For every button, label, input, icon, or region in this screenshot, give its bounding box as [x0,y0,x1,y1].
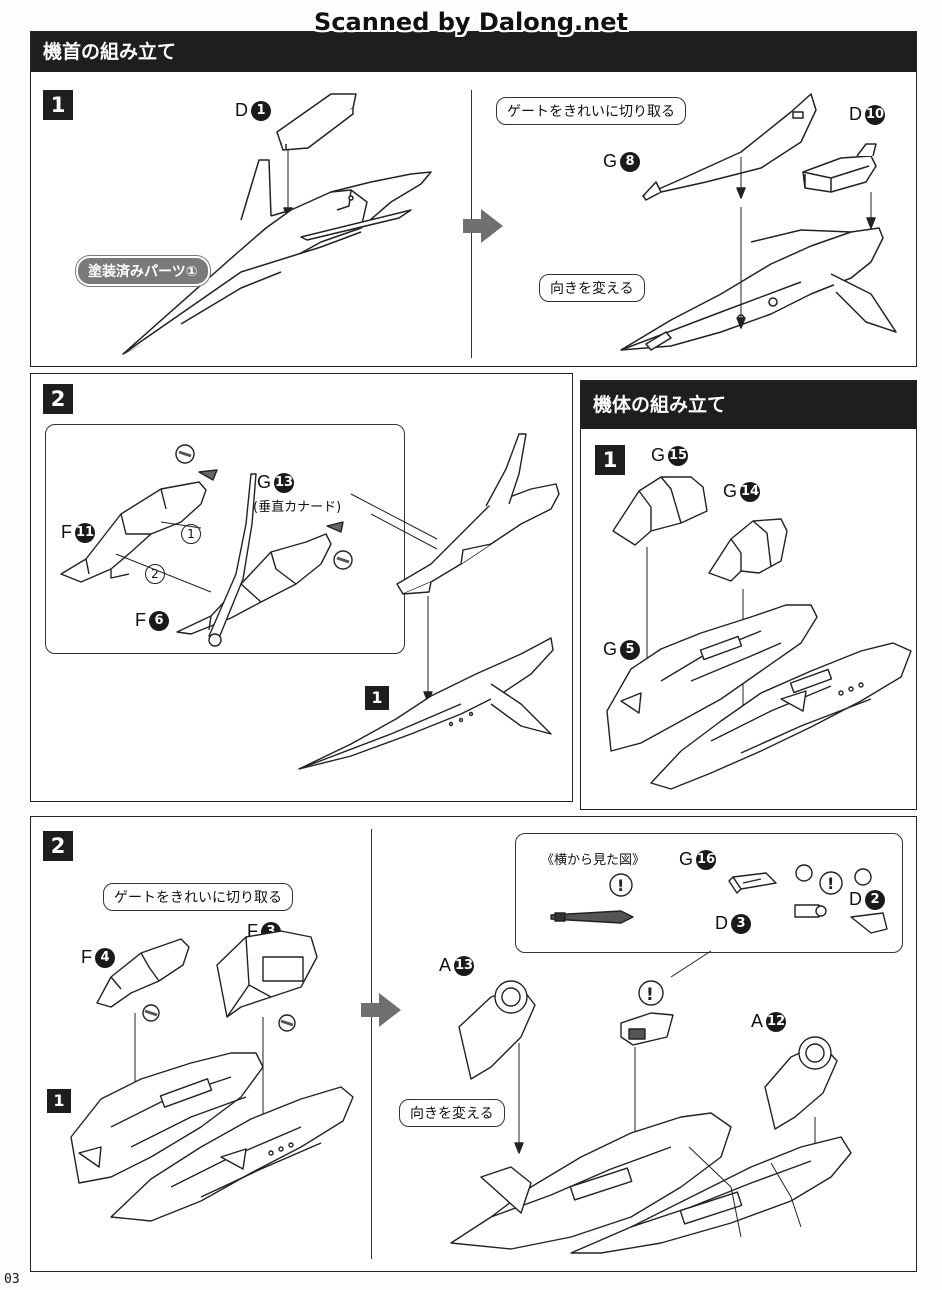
part-letter: D [849,889,862,909]
part-number: 1 [251,100,271,121]
part-number: 15 [668,445,689,466]
reference-step-marker: 1 [365,686,389,710]
part-letter: F [247,921,258,941]
part-label-f11: F 11 [61,522,95,543]
part-label-g8: G 8 [603,151,641,172]
turn-direction-callout: 向きを変える [399,1099,505,1127]
part-label-g15: G 15 [651,445,689,466]
sequence-marker-1: 1 [181,524,201,544]
part-number: 13 [454,955,475,976]
nose-part-drawing [122,93,432,355]
part-letter: F [81,947,92,967]
part-label-d1: D 1 [235,100,271,121]
part-number: 16 [696,849,717,870]
gate-cut-callout: ゲートをきれいに切り取る [496,97,686,125]
part-label-g13: G 13 [257,472,295,493]
svg-text:!: ! [646,985,654,1005]
part-label-g16: G 16 [679,849,717,870]
part-letter: D [715,913,728,933]
part-letter: F [135,610,146,630]
part-letter: G [651,445,666,465]
body-step1-panel: 機体の組み立て 1 G 15 G 14 G 5 [580,380,917,810]
part-number: 2 [865,889,885,910]
gate-cut-callout: ゲートをきれいに切り取る [103,883,293,911]
body-step2-panel: 2 ゲートをきれいに切り取る F 4 F 3 1 [30,816,917,1272]
step-number: 1 [595,445,625,475]
part-number: 13 [274,472,295,493]
part-label-d10: D 10 [849,104,885,125]
part-letter: A [439,955,452,975]
watermark: Scanned by Dalong.net [314,8,628,36]
engine-assembly-drawing: ! ! ! [450,864,888,1254]
part-number: 3 [731,913,751,934]
step-number: 2 [43,831,73,861]
page-number: 03 [4,1272,20,1287]
section-title-nose: 機首の組み立て [31,32,916,72]
part-number: 12 [766,1011,787,1032]
nose-step1-panel: 機首の組み立て 1 D 1 塗装済みパーツ① ゲートをきれい [30,31,917,367]
part-number: 6 [149,610,169,631]
arrow-right-icon [361,993,401,1027]
section-title-body: 機体の組み立て [581,381,916,429]
sequence-marker-2: 2 [145,564,165,584]
part-label-d3: D 3 [715,913,751,934]
part-letter: D [235,100,248,120]
svg-text:!: ! [617,876,624,895]
turn-direction-callout: 向きを変える [539,274,645,302]
arrow-right-icon [463,209,503,243]
painted-parts-badge: 塗装済みパーツ① [76,256,210,286]
part-letter: A [751,1011,764,1031]
part-letter: D [849,104,862,124]
part-label-g5: G 5 [603,639,641,660]
step-number: 1 [43,90,73,120]
part-letter: G [257,472,272,492]
nose-step2-panel: 2 F 11 F 6 G 13 (垂直カナード) 1 2 [30,373,573,802]
side-view-label: 《横から見た図》 [541,853,646,868]
part-number: 11 [75,522,95,543]
svg-text:!: ! [827,874,834,893]
part-label-f4: F 4 [81,947,115,968]
part-label-f6: F 6 [135,610,169,631]
reference-step-marker: 1 [47,1089,71,1113]
part-letter: G [603,639,618,659]
part-letter: F [61,522,72,542]
part-letter: G [679,849,694,869]
part-label-d2: D 2 [849,889,885,910]
part-number: 4 [95,947,115,968]
g13-note: (垂直カナード) [253,500,342,515]
part-letter: G [723,481,738,501]
part-number: 14 [740,481,761,502]
part-number: 5 [620,639,641,660]
part-label-a13: A 13 [439,955,475,976]
part-number: 10 [865,104,885,125]
canard-subassembly-drawing [60,433,560,770]
intake-assembly-drawing [70,930,354,1222]
part-label-a12: A 12 [751,1011,787,1032]
part-label-g14: G 14 [723,481,761,502]
step-divider [371,829,372,1259]
fuselage-drawing [606,476,912,790]
part-number: 8 [620,151,641,172]
step-number: 2 [43,384,73,414]
part-letter: G [603,151,618,171]
nose-assembly-drawing [620,93,897,351]
